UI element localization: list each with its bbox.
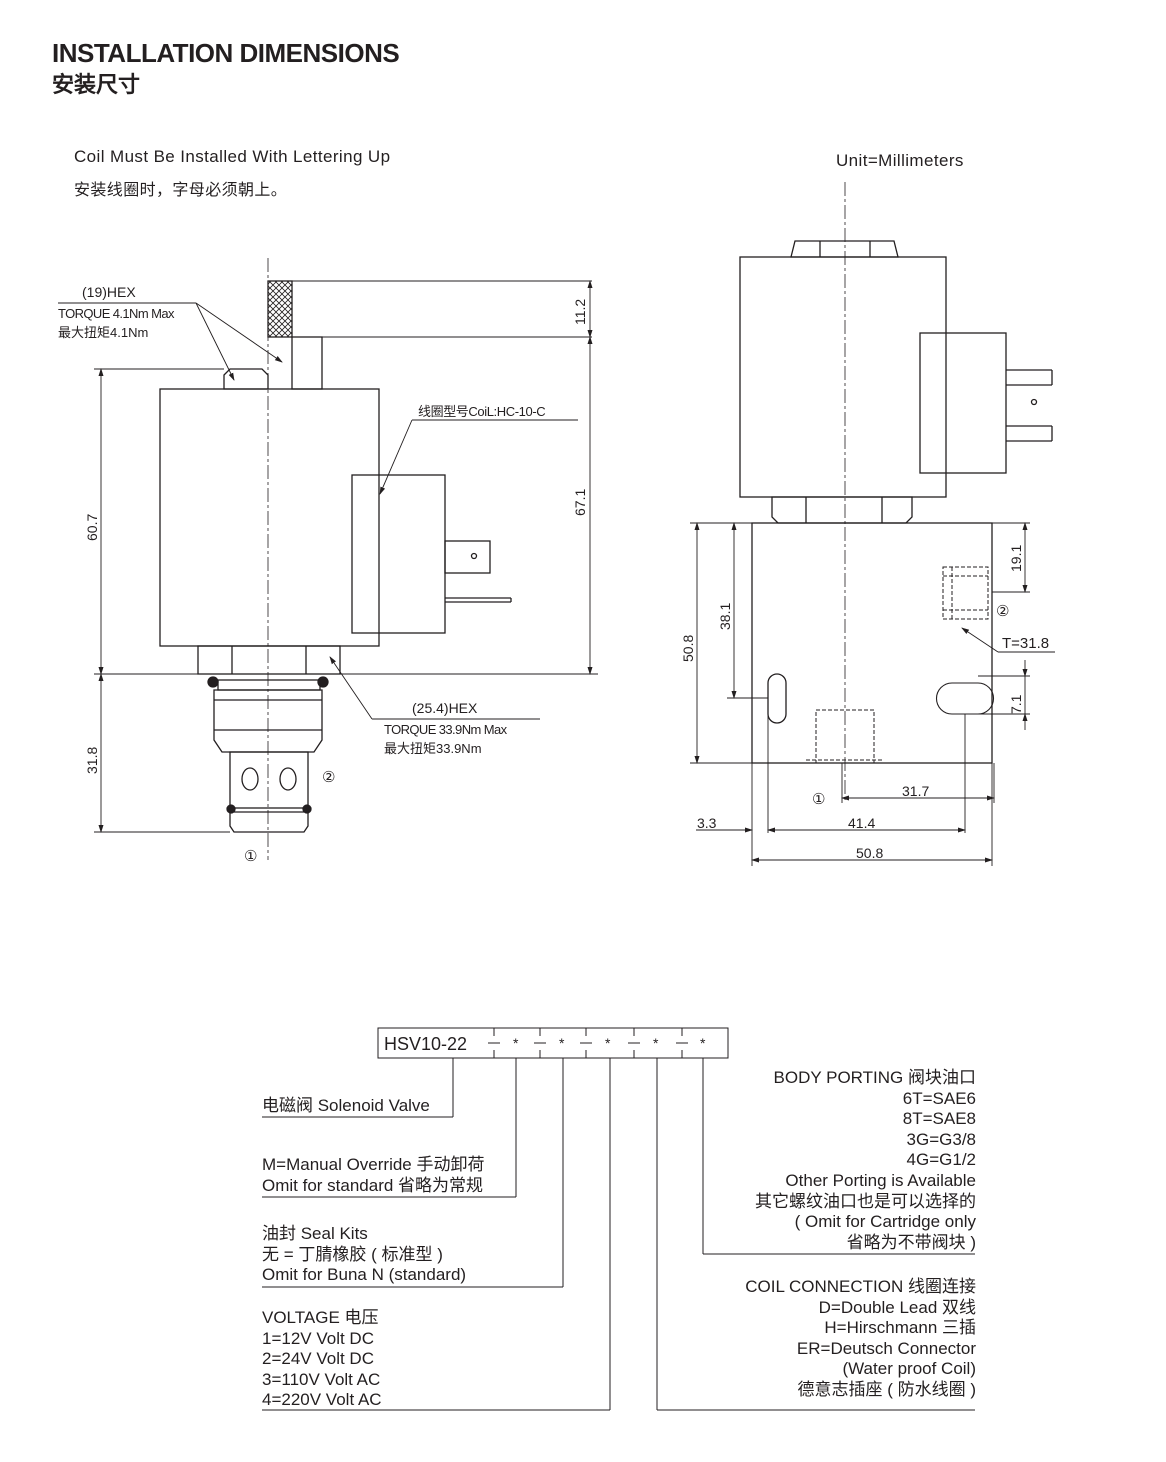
stem-tube: [291, 336, 323, 390]
ordering-code-lines: [262, 1027, 975, 1411]
dim-38-1: 38.1: [717, 603, 733, 630]
code-placeholder-1: *: [513, 1035, 519, 1051]
coil-connection-line: (Water proof Coil): [842, 1359, 976, 1378]
dim-T: T=31.8: [1002, 635, 1049, 652]
model-code-box: [377, 1027, 729, 1059]
override-line: Omit for standard 省略为常规: [262, 1175, 484, 1195]
coil-connection-line: ER=Deutsch Connector: [796, 1338, 976, 1358]
body-porting-line: 省略为不带阀块 ): [846, 1232, 976, 1252]
dim-11-2: 11.2: [572, 299, 588, 325]
override-block: M=Manual Override 手动卸荷 Omit for standard…: [262, 1155, 484, 1196]
dim-50-8-h: 50.8: [856, 845, 883, 861]
manifold-block: [751, 522, 993, 764]
page-title: INSTALLATION DIMENSIONS: [52, 38, 400, 68]
dim-19-1: 19.1: [1008, 545, 1024, 572]
dim-60-7: 60.7: [84, 514, 100, 541]
dim-7-1: 7.1: [1008, 694, 1024, 714]
hex19: [223, 368, 269, 390]
hex-base: [771, 496, 913, 524]
body-porting-line: ( Omit for Cartridge only: [794, 1212, 976, 1232]
model-code: HSV10-22: [384, 1034, 467, 1054]
dim-31-7: 31.7: [902, 783, 929, 799]
coil-note-en: Coil Must Be Installed With Lettering Up: [74, 147, 391, 166]
coil-connection-block: COIL CONNECTION 线圈连接 D=Double Lead 双线 H=…: [745, 1277, 976, 1400]
left-dimensions: [58, 280, 593, 833]
coil-note-cn: 安装线圈时，字母必须朝上。: [74, 182, 288, 199]
hex25-label: (25.4)HEX: [412, 700, 478, 716]
unit-note: Unit=Millimeters: [836, 151, 964, 170]
torque-large-label: TORQUE 33.9Nm Max: [384, 722, 508, 737]
page-title-cn: 安装尺寸: [52, 72, 141, 97]
dim-41-4: 41.4: [848, 815, 875, 831]
coil-body: [159, 388, 380, 647]
code-placeholder-4: *: [653, 1035, 659, 1051]
body-porting-line: BODY PORTING 阀块油口: [773, 1068, 976, 1087]
body-porting-line: 3G=G3/8: [906, 1129, 976, 1149]
solenoid-valve-label: 电磁阀 Solenoid Valve: [262, 1096, 430, 1115]
coil-model-label: 线圈型号CoiL:HC-10-C: [418, 404, 545, 419]
cartridge-thread: [213, 689, 323, 753]
torque-large-cn-label: 最大扭矩33.9Nm: [384, 741, 482, 756]
body-porting-line: Other Porting is Available: [785, 1170, 976, 1190]
hex19-label: (19)HEX: [82, 284, 136, 300]
dim-67-1: 67.1: [572, 489, 588, 516]
right-dimensions: [690, 522, 1055, 866]
code-placeholder-3: *: [605, 1035, 611, 1051]
left-port-1: ①: [244, 848, 257, 865]
code-placeholder-5: *: [700, 1035, 706, 1051]
voltage-line: 4=220V Volt AC: [262, 1390, 382, 1409]
coil-connector-side: [919, 332, 1007, 474]
coil-connection-line: D=Double Lead 双线: [818, 1297, 976, 1317]
right-manifold-view: [739, 182, 1053, 800]
seal-block: 油封 Seal Kits 无 = 丁腈橡胶 ( 标准型 ) Omit for B…: [262, 1224, 466, 1286]
voltage-block: VOLTAGE 电压 1=12V Volt DC 2=24V Volt DC 3…: [262, 1308, 382, 1411]
coil-connector: [351, 474, 446, 634]
body-porting-block: BODY PORTING 阀块油口 6T=SAE6 8T=SAE8 3G=G3/…: [755, 1068, 976, 1253]
dim-3-3: 3.3: [697, 815, 717, 831]
top-nut: [790, 240, 899, 258]
body-porting-line: 8T=SAE8: [902, 1109, 976, 1129]
coil-connection-line: H=Hirschmann 三插: [824, 1318, 976, 1337]
voltage-line: 1=12V Volt DC: [262, 1328, 374, 1348]
dim-50-8-v: 50.8: [680, 635, 696, 662]
left-valve-view: [94, 258, 598, 860]
seal-line: Omit for Buna N (standard): [262, 1265, 467, 1284]
voltage-line: VOLTAGE 电压: [262, 1308, 379, 1327]
coil-connection-line: 德意志插座 ( 防水线圈 ): [797, 1379, 977, 1399]
coil-connection-line: COIL CONNECTION 线圈连接: [745, 1277, 976, 1296]
left-port-2: ②: [322, 769, 335, 786]
voltage-line: 3=110V Volt AC: [262, 1369, 381, 1389]
body-porting-line: 6T=SAE6: [902, 1088, 976, 1108]
coil-body-side: [739, 256, 947, 498]
body-porting-line: 其它螺纹油口也是可以选择的: [755, 1191, 976, 1211]
voltage-line: 2=24V Volt DC: [262, 1349, 374, 1368]
torque-small-label: TORQUE 4.1Nm Max: [58, 306, 175, 321]
body-porting-line: 4G=G1/2: [906, 1150, 976, 1170]
right-port-2: ②: [996, 603, 1009, 620]
knurled-nut: [267, 280, 293, 338]
dim-31-8: 31.8: [84, 747, 100, 774]
seal-line: 油封 Seal Kits: [262, 1224, 368, 1243]
seal-line: 无 = 丁腈橡胶 ( 标准型 ): [262, 1244, 443, 1264]
right-port-1: ①: [812, 791, 825, 808]
hex25: [197, 645, 341, 675]
override-line: M=Manual Override 手动卸荷: [262, 1155, 485, 1174]
code-placeholder-2: *: [559, 1035, 565, 1051]
torque-small-cn-label: 最大扭矩4.1Nm: [58, 325, 148, 340]
